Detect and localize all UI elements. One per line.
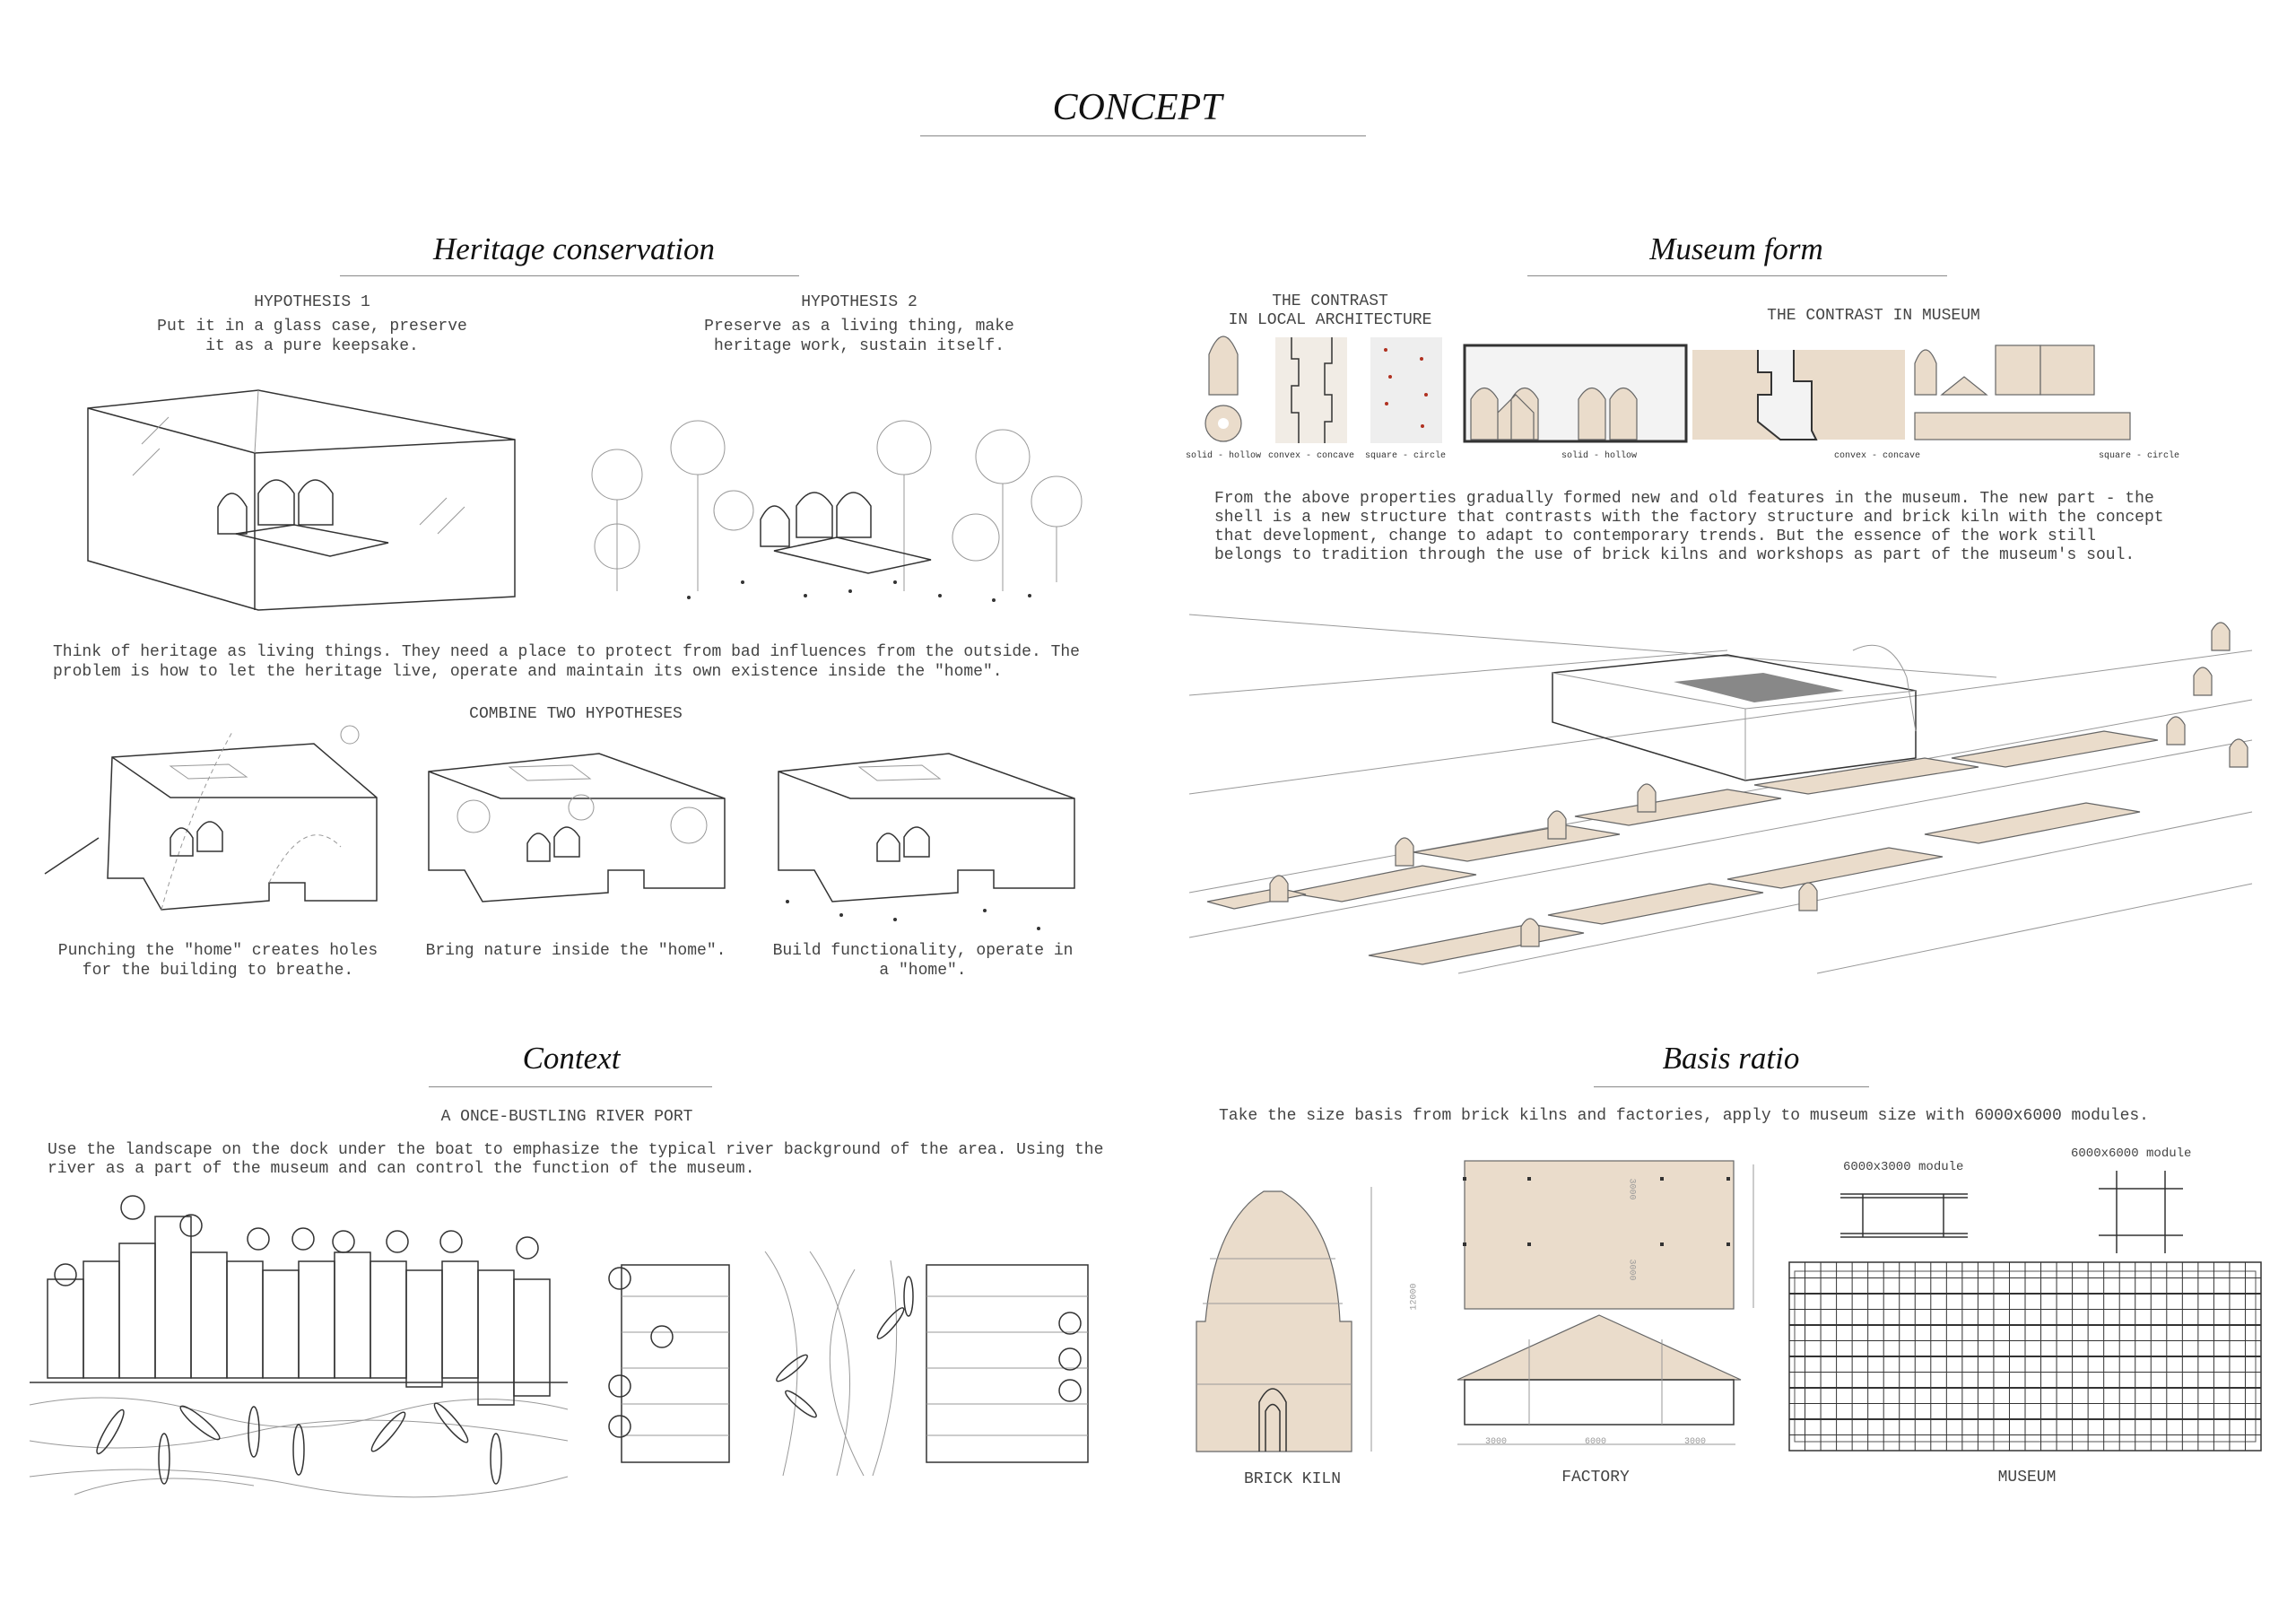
basis-title: Basis ratio [1662, 1041, 1800, 1076]
context-paragraph-1: Use the landscape on the dock under the … [48, 1141, 1104, 1159]
factory-dim-3: 3000 [1683, 1437, 1707, 1447]
brick-kiln-label: BRICK KILN [1243, 1470, 1342, 1488]
museum-caption-square: square - circle [2098, 451, 2180, 461]
local-caption-convex: convex - concave [1267, 451, 1355, 461]
brick-kiln-elevation [1196, 1187, 1372, 1452]
dock-plan-drawing [608, 1251, 1089, 1477]
museum-form-title: Museum form [1649, 231, 1823, 266]
functionality-drawing [778, 753, 1075, 930]
hypothesis1-text-1: Put it in a glass case, preserve [157, 318, 467, 336]
module-6000x6000-drawing [2099, 1171, 2183, 1253]
factory-dim-1: 3000 [1484, 1437, 1508, 1447]
local-caption-solid: solid - hollow [1185, 451, 1262, 461]
nature-inside-drawing [428, 753, 726, 902]
local-contrast-label-2: IN LOCAL ARCHITECTURE [1228, 311, 1432, 329]
context-paragraph-2: river as a part of the museum and can co… [48, 1160, 755, 1178]
context-underline [429, 1086, 712, 1087]
local-caption-square: square - circle [1364, 451, 1447, 461]
factory-dim-2: 6000 [1584, 1437, 1607, 1447]
heritage-paragraph-2: problem is how to let the heritage live,… [53, 663, 1003, 681]
hypothesis1-text-2: it as a pure keepsake. [205, 337, 419, 355]
museum-paragraph-2: shell is a new structure that contrasts … [1214, 509, 2164, 527]
basis-text: Take the size basis from brick kilns and… [1219, 1107, 2149, 1125]
basis-underline [1594, 1086, 1869, 1087]
aerial-site-drawing [1188, 614, 2253, 974]
combine-label: COMBINE TWO HYPOTHESES [469, 705, 683, 723]
local-contrast-label-1: THE CONTRAST [1272, 292, 1388, 310]
caption-punching-2: for the building to breathe. [82, 962, 354, 980]
glass-case-drawing [87, 389, 516, 611]
factory-drawing [1457, 1160, 1754, 1445]
title-underline [920, 135, 1366, 136]
module-6000x3000-drawing [1840, 1193, 1968, 1238]
museum-paragraph-4: belongs to tradition through the use of … [1214, 546, 2135, 564]
contrast-diagrams [1205, 336, 2131, 443]
museum-grid-drawing [1788, 1261, 2262, 1452]
caption-function-2: a "home". [879, 962, 967, 980]
hypothesis1-label: HYPOTHESIS 1 [254, 293, 370, 311]
module-6000x6000-label: 6000x6000 module [2071, 1147, 2192, 1161]
museum-paragraph-1: From the above properties gradually form… [1214, 490, 2154, 508]
factory-side-dim-1: 3000 [1626, 1178, 1637, 1200]
heritage-paragraph-1: Think of heritage as living things. They… [53, 643, 1080, 661]
hypothesis2-text-1: Preserve as a living thing, make [704, 318, 1014, 336]
museum-paragraph-3: that development, change to adapt to con… [1214, 527, 2096, 545]
caption-punching-1: Punching the "home" creates holes [57, 942, 378, 960]
museum-label: MUSEUM [1997, 1469, 2057, 1487]
heritage-title: Heritage conservation [433, 231, 715, 266]
factory-side-dim-2: 3000 [1626, 1259, 1637, 1281]
kiln-dimension: 12000 [1409, 1283, 1420, 1311]
museum-form-underline [1527, 275, 1947, 276]
caption-function-1: Build functionality, operate in [772, 942, 1074, 960]
museum-contrast-label: THE CONTRAST IN MUSEUM [1767, 307, 1980, 325]
living-heritage-drawing [591, 420, 1083, 602]
hypothesis2-text-2: heritage work, sustain itself. [713, 337, 1005, 355]
page-title: CONCEPT [1052, 87, 1222, 128]
river-port-drawing [29, 1195, 569, 1498]
museum-caption-solid: solid - hollow [1561, 451, 1638, 461]
module-6000x3000-label: 6000x3000 module [1843, 1160, 1964, 1174]
punching-home-drawing [44, 725, 378, 911]
caption-nature: Bring nature inside the "home". [425, 942, 726, 960]
hypothesis2-label: HYPOTHESIS 2 [801, 293, 918, 311]
factory-label: FACTORY [1561, 1469, 1630, 1487]
context-subtitle: A ONCE-BUSTLING RIVER PORT [440, 1108, 693, 1126]
context-title: Context [522, 1041, 621, 1076]
museum-caption-convex: convex - concave [1833, 451, 1921, 461]
heritage-underline [340, 275, 799, 276]
